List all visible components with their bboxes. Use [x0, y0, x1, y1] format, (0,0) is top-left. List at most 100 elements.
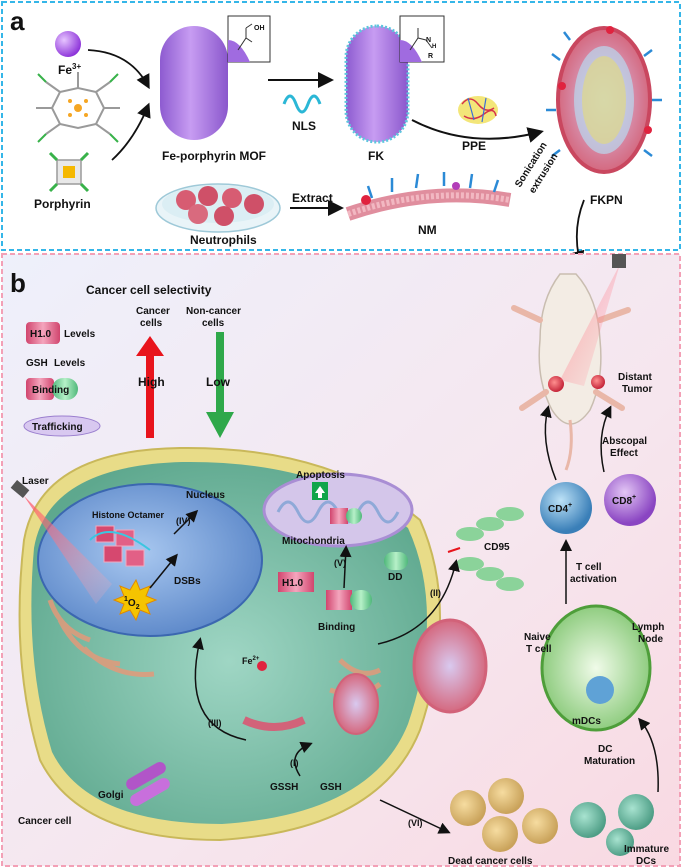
step-v: (V) [334, 558, 346, 568]
h10-center-label: H1.0 [282, 578, 304, 589]
histone-octamer-label: Histone Octamer [92, 510, 165, 520]
step-vi: (VI) [408, 818, 423, 828]
nucleus-label: Nucleus [186, 490, 225, 501]
cooh-structure [237, 23, 253, 51]
cd95-label: CD95 [484, 542, 510, 553]
immature-dcs-label-2: DCs [636, 856, 656, 867]
fkpn-fragment [242, 716, 306, 731]
lymph-node [540, 604, 652, 732]
porphyrin-label: Porphyrin [34, 197, 91, 211]
fe2-charge: 2+ [253, 656, 260, 662]
apoptosis-up-icon [315, 486, 325, 498]
h10-legend-label: H1.0 [30, 329, 52, 340]
singlet-o2-sub: 2 [136, 604, 140, 611]
dc-maturation-label-2: Maturation [584, 756, 635, 767]
binding-green-block [52, 378, 78, 400]
mdc-cell [586, 676, 614, 704]
nm-label: NM [418, 223, 437, 237]
amide-h: H [432, 44, 436, 50]
fe2-label: Fe [242, 656, 253, 666]
mouse-illustration [511, 254, 631, 471]
lymph-node-label-1: Lymph [632, 622, 664, 633]
svg-text:Fe2+: Fe2+ [242, 656, 260, 666]
gsh-label: GSH [320, 782, 342, 793]
arrow-step-iv [173, 509, 199, 535]
nls-peptide [282, 94, 322, 114]
cooh-label: OH [254, 25, 265, 32]
immature-dcs-label-1: Immature [624, 844, 669, 855]
mof-zoom-wedge [228, 40, 250, 62]
dc-maturation-label-1: DC [598, 744, 612, 755]
singlet-o2-sup: 1 [124, 596, 128, 603]
cd4-label: CD4 [548, 504, 568, 515]
ppe-protein [458, 96, 498, 124]
h10-block-center [278, 572, 314, 592]
cd8-label: CD8 [612, 496, 632, 507]
mito-binding-green [346, 508, 362, 524]
dd-label: DD [388, 572, 402, 583]
dead-cells-label: Dead cancer cells [448, 856, 533, 867]
tcell-activation-label-2: activation [570, 574, 617, 585]
mitochondria-label: Mitochondria [282, 536, 345, 547]
dead-cancer-cells [450, 778, 558, 852]
cancer-cell-label: Cancer cell [18, 816, 72, 827]
fkpn-internalized [333, 673, 379, 735]
singlet-oxygen-burst [112, 578, 158, 622]
mouse-laser-emitter [612, 254, 626, 268]
gsh-legend-label: GSH [26, 358, 48, 369]
trafficking-vesicle [23, 415, 101, 437]
arrow-dc-maturation [638, 717, 659, 793]
extract-label: Extract [292, 191, 333, 205]
mof-label: Fe-porphyrin MOF [162, 149, 266, 163]
fe-ion-charge: 3+ [72, 62, 81, 71]
apoptosis-label: Apoptosis [296, 470, 345, 481]
panel-a: a Fe3+ Porphyrin OH Fe [1, 1, 681, 266]
golgi-icon [126, 762, 170, 806]
binding-legend-label: Binding [32, 385, 69, 396]
nls-label: NLS [292, 119, 316, 133]
arrow-porphyrin-to-mof [111, 102, 151, 161]
amide-structure [409, 28, 433, 51]
noncancer-heading-1: Non-cancer [186, 306, 241, 317]
distant-tumor [591, 375, 605, 389]
neutrophil-membrane [345, 172, 512, 221]
lymph-node-label-2: Node [638, 634, 663, 645]
cd8-tcell [604, 474, 656, 526]
fe-ion-label: Fe [58, 63, 72, 77]
porphyrin-molecule [36, 72, 120, 143]
fe-ion-sphere [55, 31, 81, 57]
step-ii: (II) [430, 588, 441, 598]
arrow-fk-to-fkpn [411, 119, 544, 143]
fkpn-label: FKPN [590, 193, 623, 207]
fe2-ion [257, 661, 267, 671]
laser-label: Laser [22, 476, 49, 487]
h10-levels: Levels [64, 329, 96, 340]
arrow-abscopal [600, 405, 612, 473]
svg-text:CD4+: CD4+ [548, 502, 572, 515]
arrow-fe-to-mof [87, 49, 150, 90]
binding-center-pink [326, 590, 352, 610]
cancer-cells-heading-2: cells [140, 318, 163, 329]
abscopal-label-2: Effect [610, 448, 638, 459]
panel-a-letter: a [10, 6, 25, 36]
naive-tcell-label-2: T cell [526, 644, 552, 655]
abscopal-label-1: Abscopal [602, 436, 647, 447]
mdcs-label: mDCs [572, 716, 601, 727]
golgi-label: Golgi [98, 790, 124, 801]
ppe-label: PPE [462, 139, 486, 153]
fk-label: FK [368, 149, 384, 163]
noncancer-heading-2: cells [202, 318, 225, 329]
neutrophils-label: Neutrophils [190, 233, 257, 247]
singlet-o2-label: O [128, 598, 136, 609]
distant-tumor-label-1: Distant [618, 372, 653, 383]
step-iv: (IV) [176, 516, 191, 526]
high-arrow-icon [136, 336, 164, 438]
arrow-step-iii [192, 637, 247, 741]
step-iii: (III) [208, 718, 222, 728]
arrow-step-ii [377, 559, 460, 645]
trafficking-legend-label: Trafficking [32, 422, 83, 433]
arrow-step-vi [379, 799, 451, 834]
immature-dcs [570, 794, 654, 856]
